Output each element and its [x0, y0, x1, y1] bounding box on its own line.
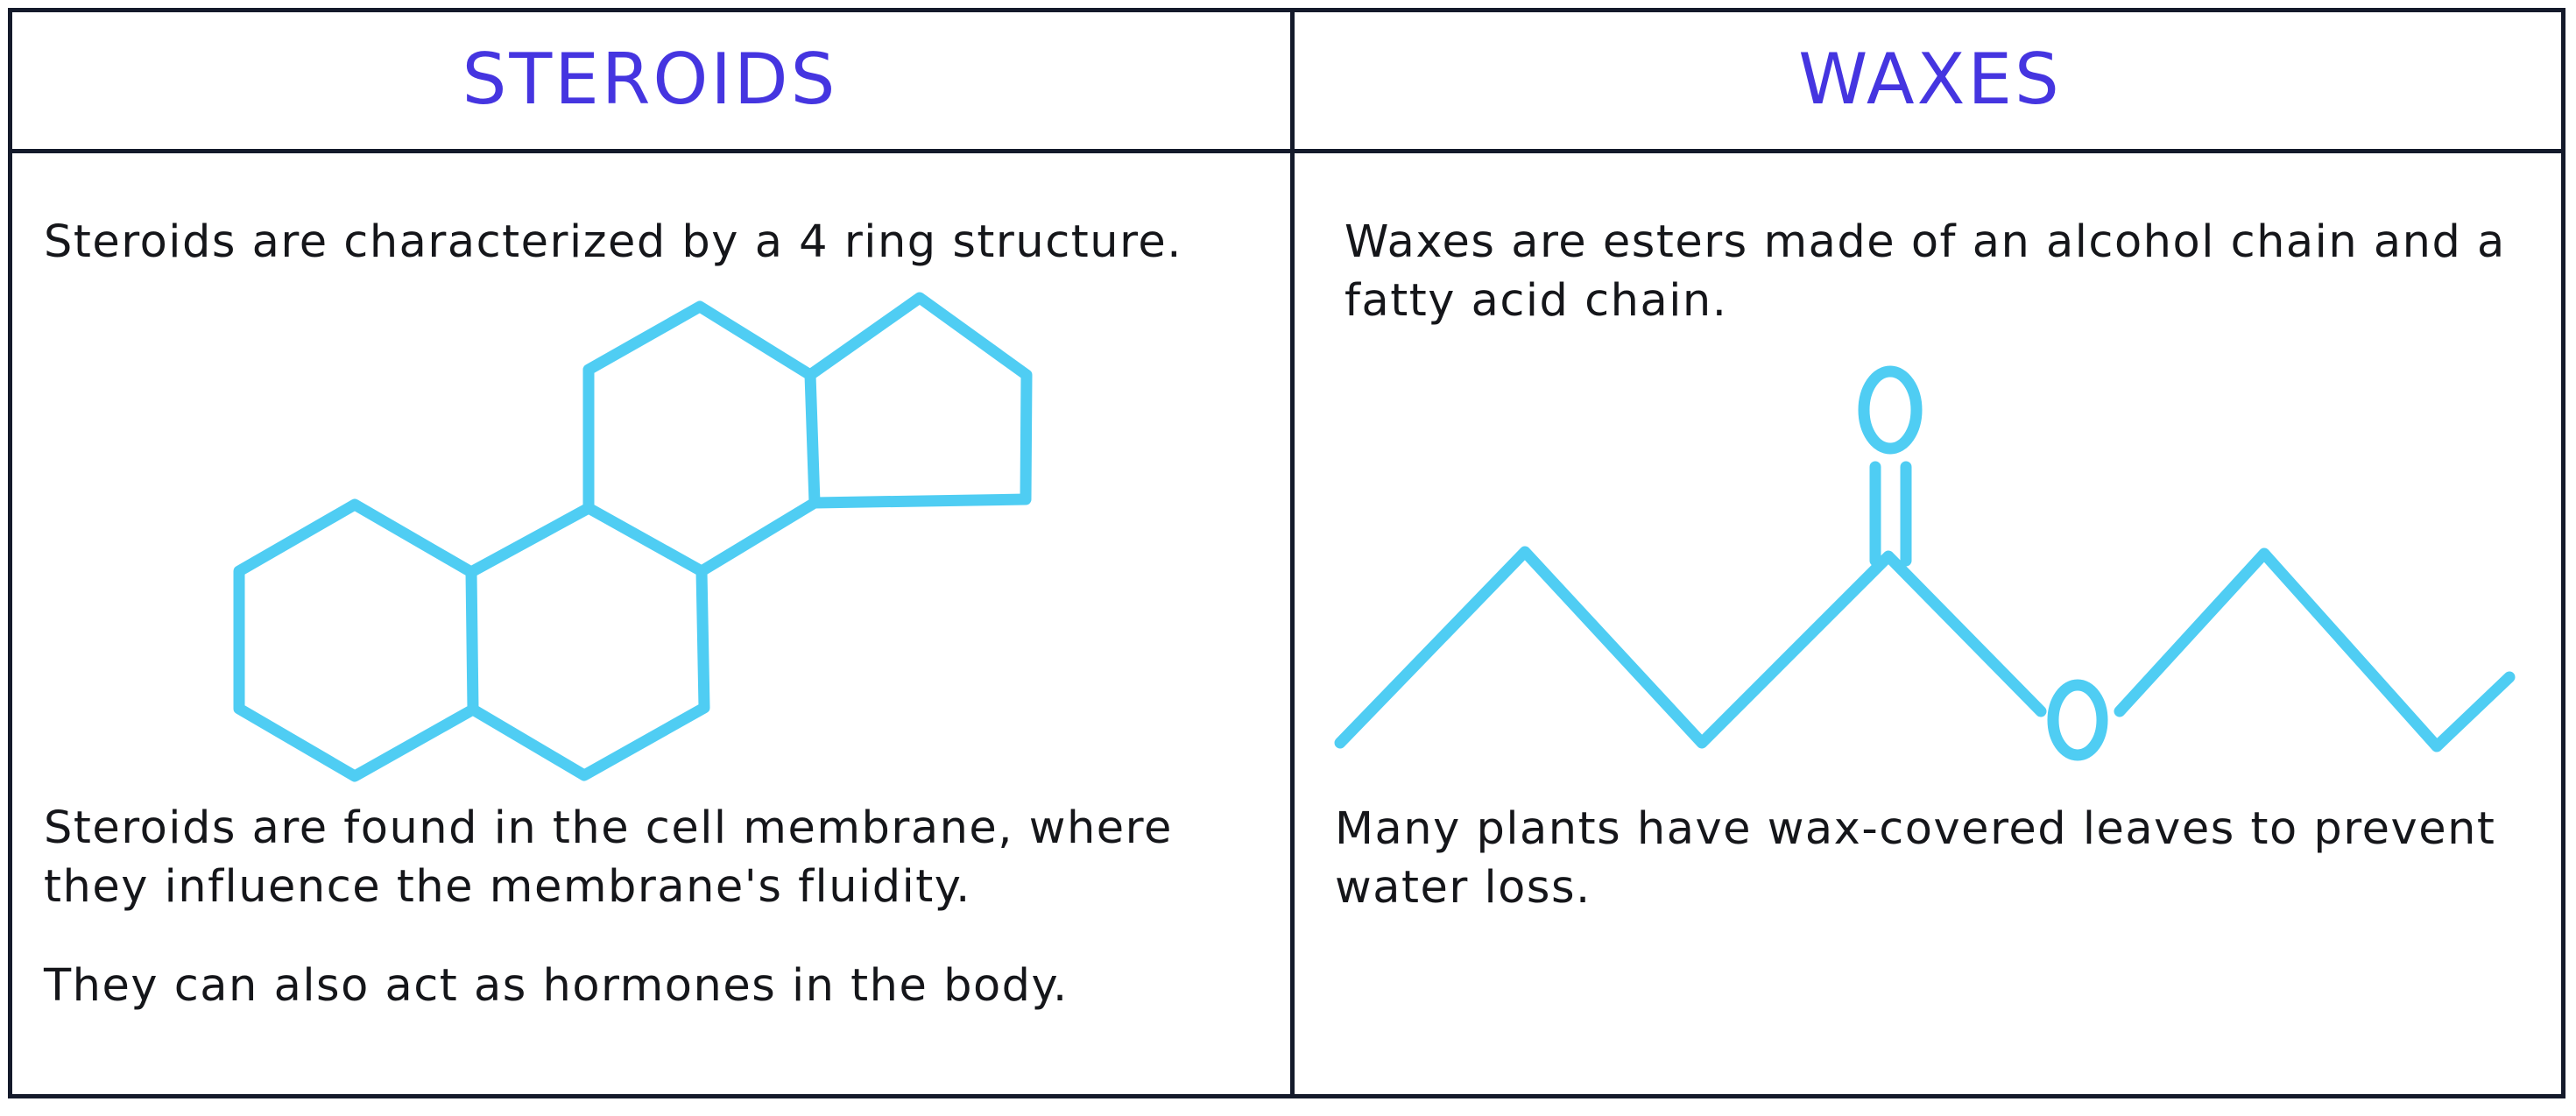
fatty-acid-chain [1334, 546, 2047, 749]
wax-ester-structure [1334, 365, 2516, 761]
steroids-membrane-text: Steroids are found in the cell membrane,… [44, 802, 1173, 913]
steroid-structure [233, 292, 1033, 782]
steroid-ring-d [804, 292, 1033, 509]
steroids-hormone-text: They can also act as hormones in the bod… [44, 960, 1069, 1012]
ester-oxygen [2047, 679, 2108, 761]
steroids-intro-text: Steroids are characterized by a 4 ring s… [44, 216, 1183, 268]
waxes-plants-text: Many plants have wax-covered leaves to p… [1335, 803, 2496, 914]
steroids-heading: STEROIDS [462, 39, 838, 120]
column-divider [1290, 8, 1295, 1098]
header-divider [8, 149, 2565, 153]
comparison-table [8, 8, 2565, 1098]
steroid-ring-a [233, 498, 479, 782]
waxes-heading: WAXES [1798, 39, 2062, 120]
steroid-ring-c [582, 300, 821, 577]
alcohol-chain [2114, 547, 2516, 752]
carbonyl-oxygen [1858, 365, 1923, 455]
steroids-body: Steroids are found in the cell membrane,… [44, 799, 1253, 1015]
waxes-intro-text: Waxes are esters made of an alcohol chai… [1344, 216, 2506, 327]
steroid-ring-b [465, 502, 710, 781]
